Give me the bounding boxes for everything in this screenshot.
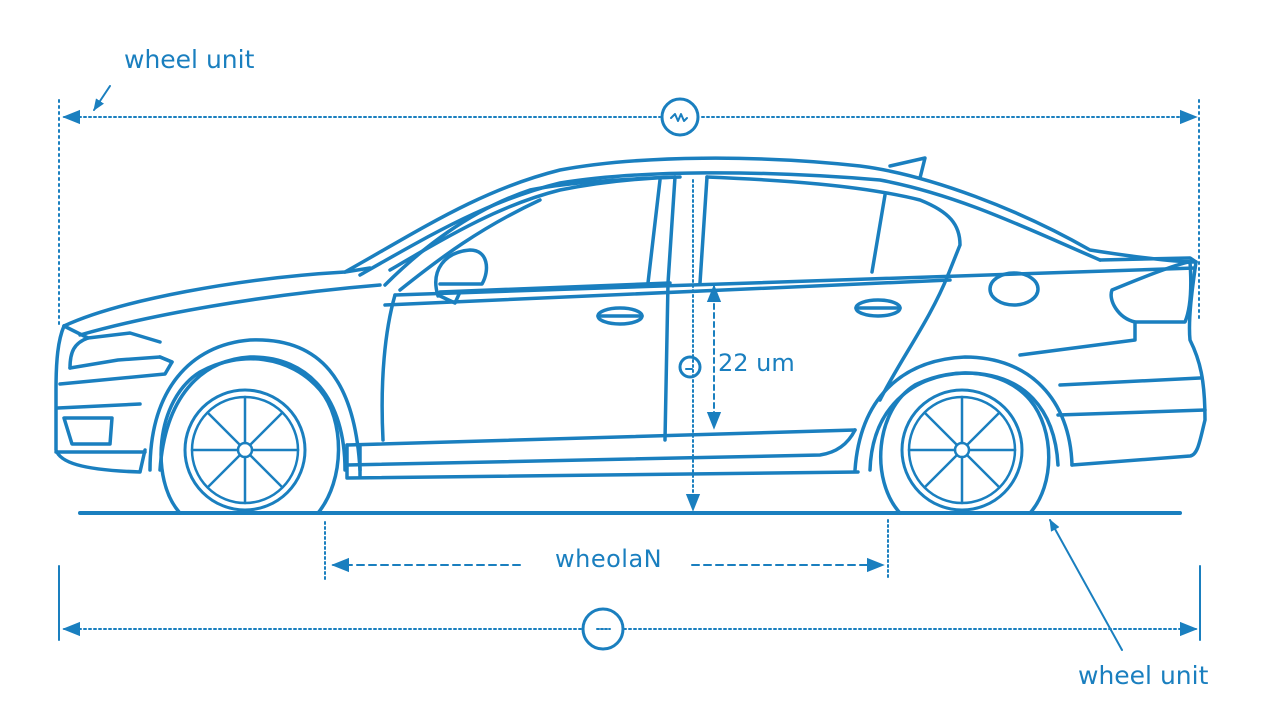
callout-leader-top (93, 85, 111, 111)
wheelbase-dimension-label: wheolaN (549, 547, 669, 571)
callout-label-top: wheel unit (124, 45, 255, 74)
height-dimension-label: 22 um (718, 349, 795, 377)
callout-leader-bottom (1049, 518, 1123, 651)
height-dimension (678, 179, 722, 512)
overall-length-dimension-top (58, 97, 1200, 326)
front-wheel (159, 357, 341, 515)
dimension-marker-bottom (581, 607, 625, 651)
rear-wheel (879, 371, 1051, 515)
height-marker (678, 355, 702, 379)
car-body (54, 156, 1207, 480)
overall-length-dimension-bottom (58, 565, 1201, 651)
dimension-marker-top (660, 97, 700, 137)
callout-label-bottom: wheel unit (1078, 661, 1209, 690)
wheelbase-dimension (324, 519, 889, 581)
